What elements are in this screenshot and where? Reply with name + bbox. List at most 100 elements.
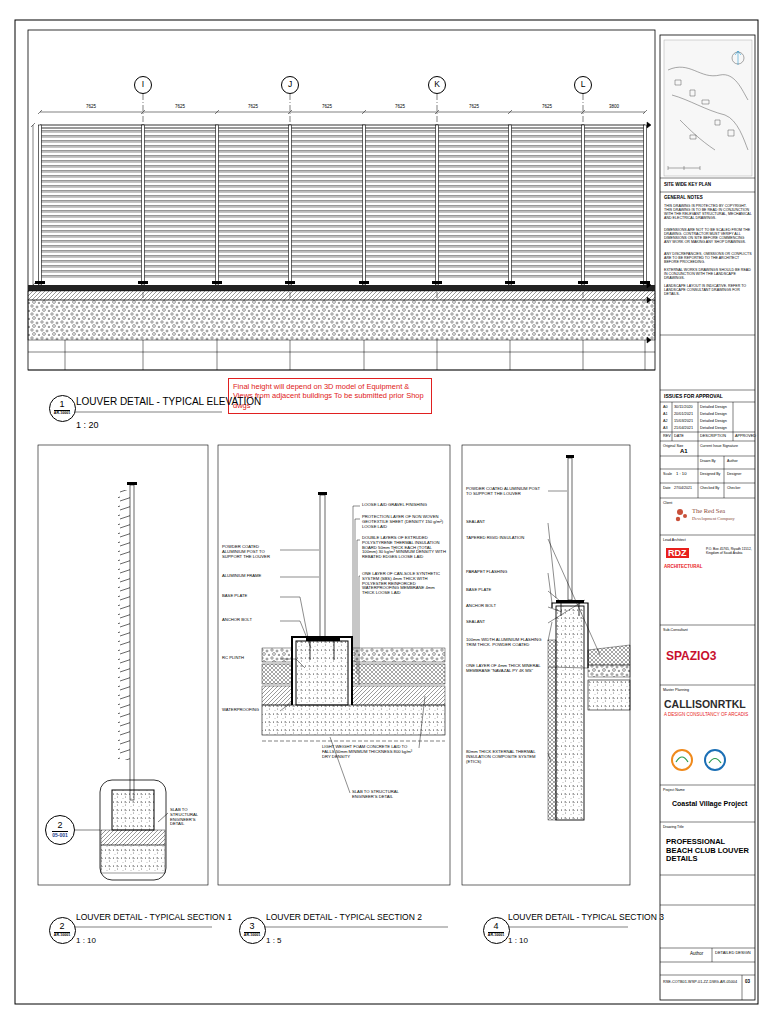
detail-title: LOUVER DETAIL - TYPICAL SECTION 1 — [76, 913, 232, 923]
title-block-text: Drawn By — [700, 459, 716, 463]
scale-text: 1 : 20 — [76, 420, 99, 430]
title-block-heading: GENERAL NOTES — [664, 195, 703, 200]
title-block-text: Author — [727, 459, 738, 463]
annotation-text: ANCHOR BOLT — [222, 618, 278, 623]
annotation-text: BASE PLATE — [222, 594, 278, 599]
title-block-text: Project Name — [663, 788, 685, 792]
title-block-text: 30/11/2020 — [674, 405, 693, 409]
title-block-text: 21/04/2021 — [674, 426, 693, 430]
title-block-heading: SITE WIDE KEY PLAN — [664, 182, 711, 187]
client-logo-text: The Red Sea — [692, 507, 725, 514]
marker-number: 2 — [57, 821, 62, 831]
title-block-text: REV — [663, 434, 671, 438]
annotation-text: SEALANT — [466, 520, 544, 525]
annotation-text: ONE LAYER OF CAN-SOLE SYNTHETIC SYSTEM (… — [362, 572, 446, 596]
title-block-text: Master Planning — [663, 688, 689, 692]
title-block-text: Original Size — [663, 444, 683, 448]
annotation-text: PARAPET FLASHING — [466, 570, 544, 575]
annotation-text: ANCHOR BOLT — [466, 604, 544, 609]
annotation-text: LOOSE LAID GRAVEL FINISHING — [362, 503, 446, 508]
title-block-text: A1 — [663, 412, 668, 416]
title-block-text: Designer — [727, 472, 741, 476]
detail-marker: 1AR-10001 — [49, 395, 76, 422]
annotation-text: RC PLINTH — [222, 656, 278, 661]
title-block-text: Detailed Design — [700, 405, 727, 409]
grid-bubble: K — [428, 76, 446, 94]
title-block-text: Drawing Title — [663, 825, 684, 829]
annotation-text: POWDER COATED ALUMINIUM POST TO SUPPORT … — [466, 487, 544, 497]
title-block-text: 27/04/2021 — [674, 486, 692, 490]
grid-bubble: L — [574, 76, 592, 94]
dimension-text: 3800 — [599, 104, 629, 109]
marker-number: 4 — [493, 922, 498, 932]
sheet-reference: AR-10001 — [488, 932, 504, 938]
title-block-text: Detailed Design — [700, 412, 727, 416]
project-name: Coastal Village Project — [672, 800, 747, 808]
title-block-text: P.O. Box 45765, Riyadh 11512, Kingdom of… — [706, 548, 752, 556]
title-block-text: A3 — [663, 426, 668, 430]
scale-text: 1 : 10 — [76, 936, 96, 945]
dimension-text: 7625 — [312, 104, 342, 109]
detail-marker: 2AR-10001 — [49, 917, 76, 944]
annotation-text: ALUMINIUM FRAME — [222, 574, 278, 579]
scale-text: 1 : 5 — [266, 936, 282, 945]
dimension-text: 7625 — [165, 104, 195, 109]
title-block-text: EXTERNAL WORKS DRAWINGS SHOULD BE READ I… — [664, 268, 752, 280]
company-logo-text: SPAZIO3 — [666, 650, 716, 664]
sheet-reference: AR-10001 — [244, 932, 260, 938]
sheet-reference: AR-10001 — [54, 932, 70, 938]
title-block-text: LANDSCAPE LAYOUT IS INDICATIVE. REFER TO… — [664, 284, 752, 296]
grid-bubble: J — [281, 76, 299, 94]
dimension-text: 7625 — [459, 104, 489, 109]
detail-title: LOUVER DETAIL - TYPICAL SECTION 2 — [266, 913, 422, 923]
dimension-text: 7625 — [385, 104, 415, 109]
annotation-text: TAPERED RIGID INSULATION — [466, 536, 544, 541]
sheet-reference: AR-10001 — [54, 410, 70, 416]
marker-number: L — [581, 80, 586, 89]
title-block-text: DESCRIPTION — [700, 434, 726, 438]
title-block-text: Author — [690, 951, 703, 956]
annotation-text: 80mm THICK EXTERNAL THERMAL INSULATION C… — [466, 750, 544, 764]
title-block-text: RSE-COTB01-WSP-01-ZZ-DWG-AR-05004 — [663, 980, 737, 984]
marker-number: J — [288, 80, 292, 89]
marker-number: I — [142, 80, 144, 89]
title-block-text: Detailed Design — [700, 426, 727, 430]
title-block-text: Client — [663, 501, 672, 505]
marker-number: 3 — [249, 922, 254, 932]
detail-marker: 3AR-10001 — [239, 917, 266, 944]
detail-marker: 205-001 — [45, 815, 75, 845]
title-block-text: DETAILED DESIGN — [715, 951, 751, 956]
title-block-text: Checker — [727, 486, 740, 490]
title-block-text: Scale — [663, 472, 672, 476]
annotation-text: PROTECTION LAYER OF NON WOVEN GEOTEXTILE… — [362, 515, 446, 529]
annotation-text: SLAB TO STRUCTURAL ENGINEER'S DETAIL — [170, 808, 206, 827]
title-block-text: Lead Architect — [663, 538, 686, 542]
title-block-text: A1 — [680, 448, 688, 455]
note-text: Final height will depend on 3D model of … — [233, 382, 427, 410]
scale-text: 1 : 10 — [508, 936, 528, 945]
title-block-text: Checked By — [700, 486, 719, 490]
annotation-text: SEALANT — [466, 620, 544, 625]
title-block-text: Current Issue Signature — [700, 444, 738, 448]
annotation-text: LIGHT WEIGHT FOAM CONCRETE LAID TO FALLS… — [322, 745, 417, 759]
dimension-text: 7625 — [532, 104, 562, 109]
title-block-text: A0 — [663, 405, 668, 409]
detail-marker: 4AR-10001 — [483, 917, 510, 944]
annotation-text: DOUBLE LAYERS OF EXTRUDED POLYSTYRENE TH… — [362, 536, 446, 560]
marker-number: 1 — [59, 400, 64, 410]
company-logo-text: RDZ — [666, 548, 689, 558]
detail-title: LOUVER DETAIL - TYPICAL ELEVATION — [76, 396, 261, 408]
title-block-text: APPROVED — [735, 434, 756, 438]
title-block-text: Sub-Consultant — [663, 628, 688, 632]
annotation-text: BASE PLATE — [466, 588, 544, 593]
marker-number: 2 — [59, 922, 64, 932]
title-block-text: DIMENSIONS ARE NOT TO BE SCALED FROM THE… — [664, 228, 752, 245]
drawing-title: PROFESSIONAL BEACH CLUB LOUVER DETAILS — [666, 838, 750, 864]
annotation-text: ONE LAYER OF 4mm THICK MINERAL MEMBRANE … — [466, 664, 544, 674]
title-block-text: Date — [663, 486, 671, 490]
client-logo-text: Development Company — [692, 516, 735, 521]
title-block-text: 15/03/2021 — [674, 419, 693, 423]
revision-number: 03 — [745, 979, 750, 984]
